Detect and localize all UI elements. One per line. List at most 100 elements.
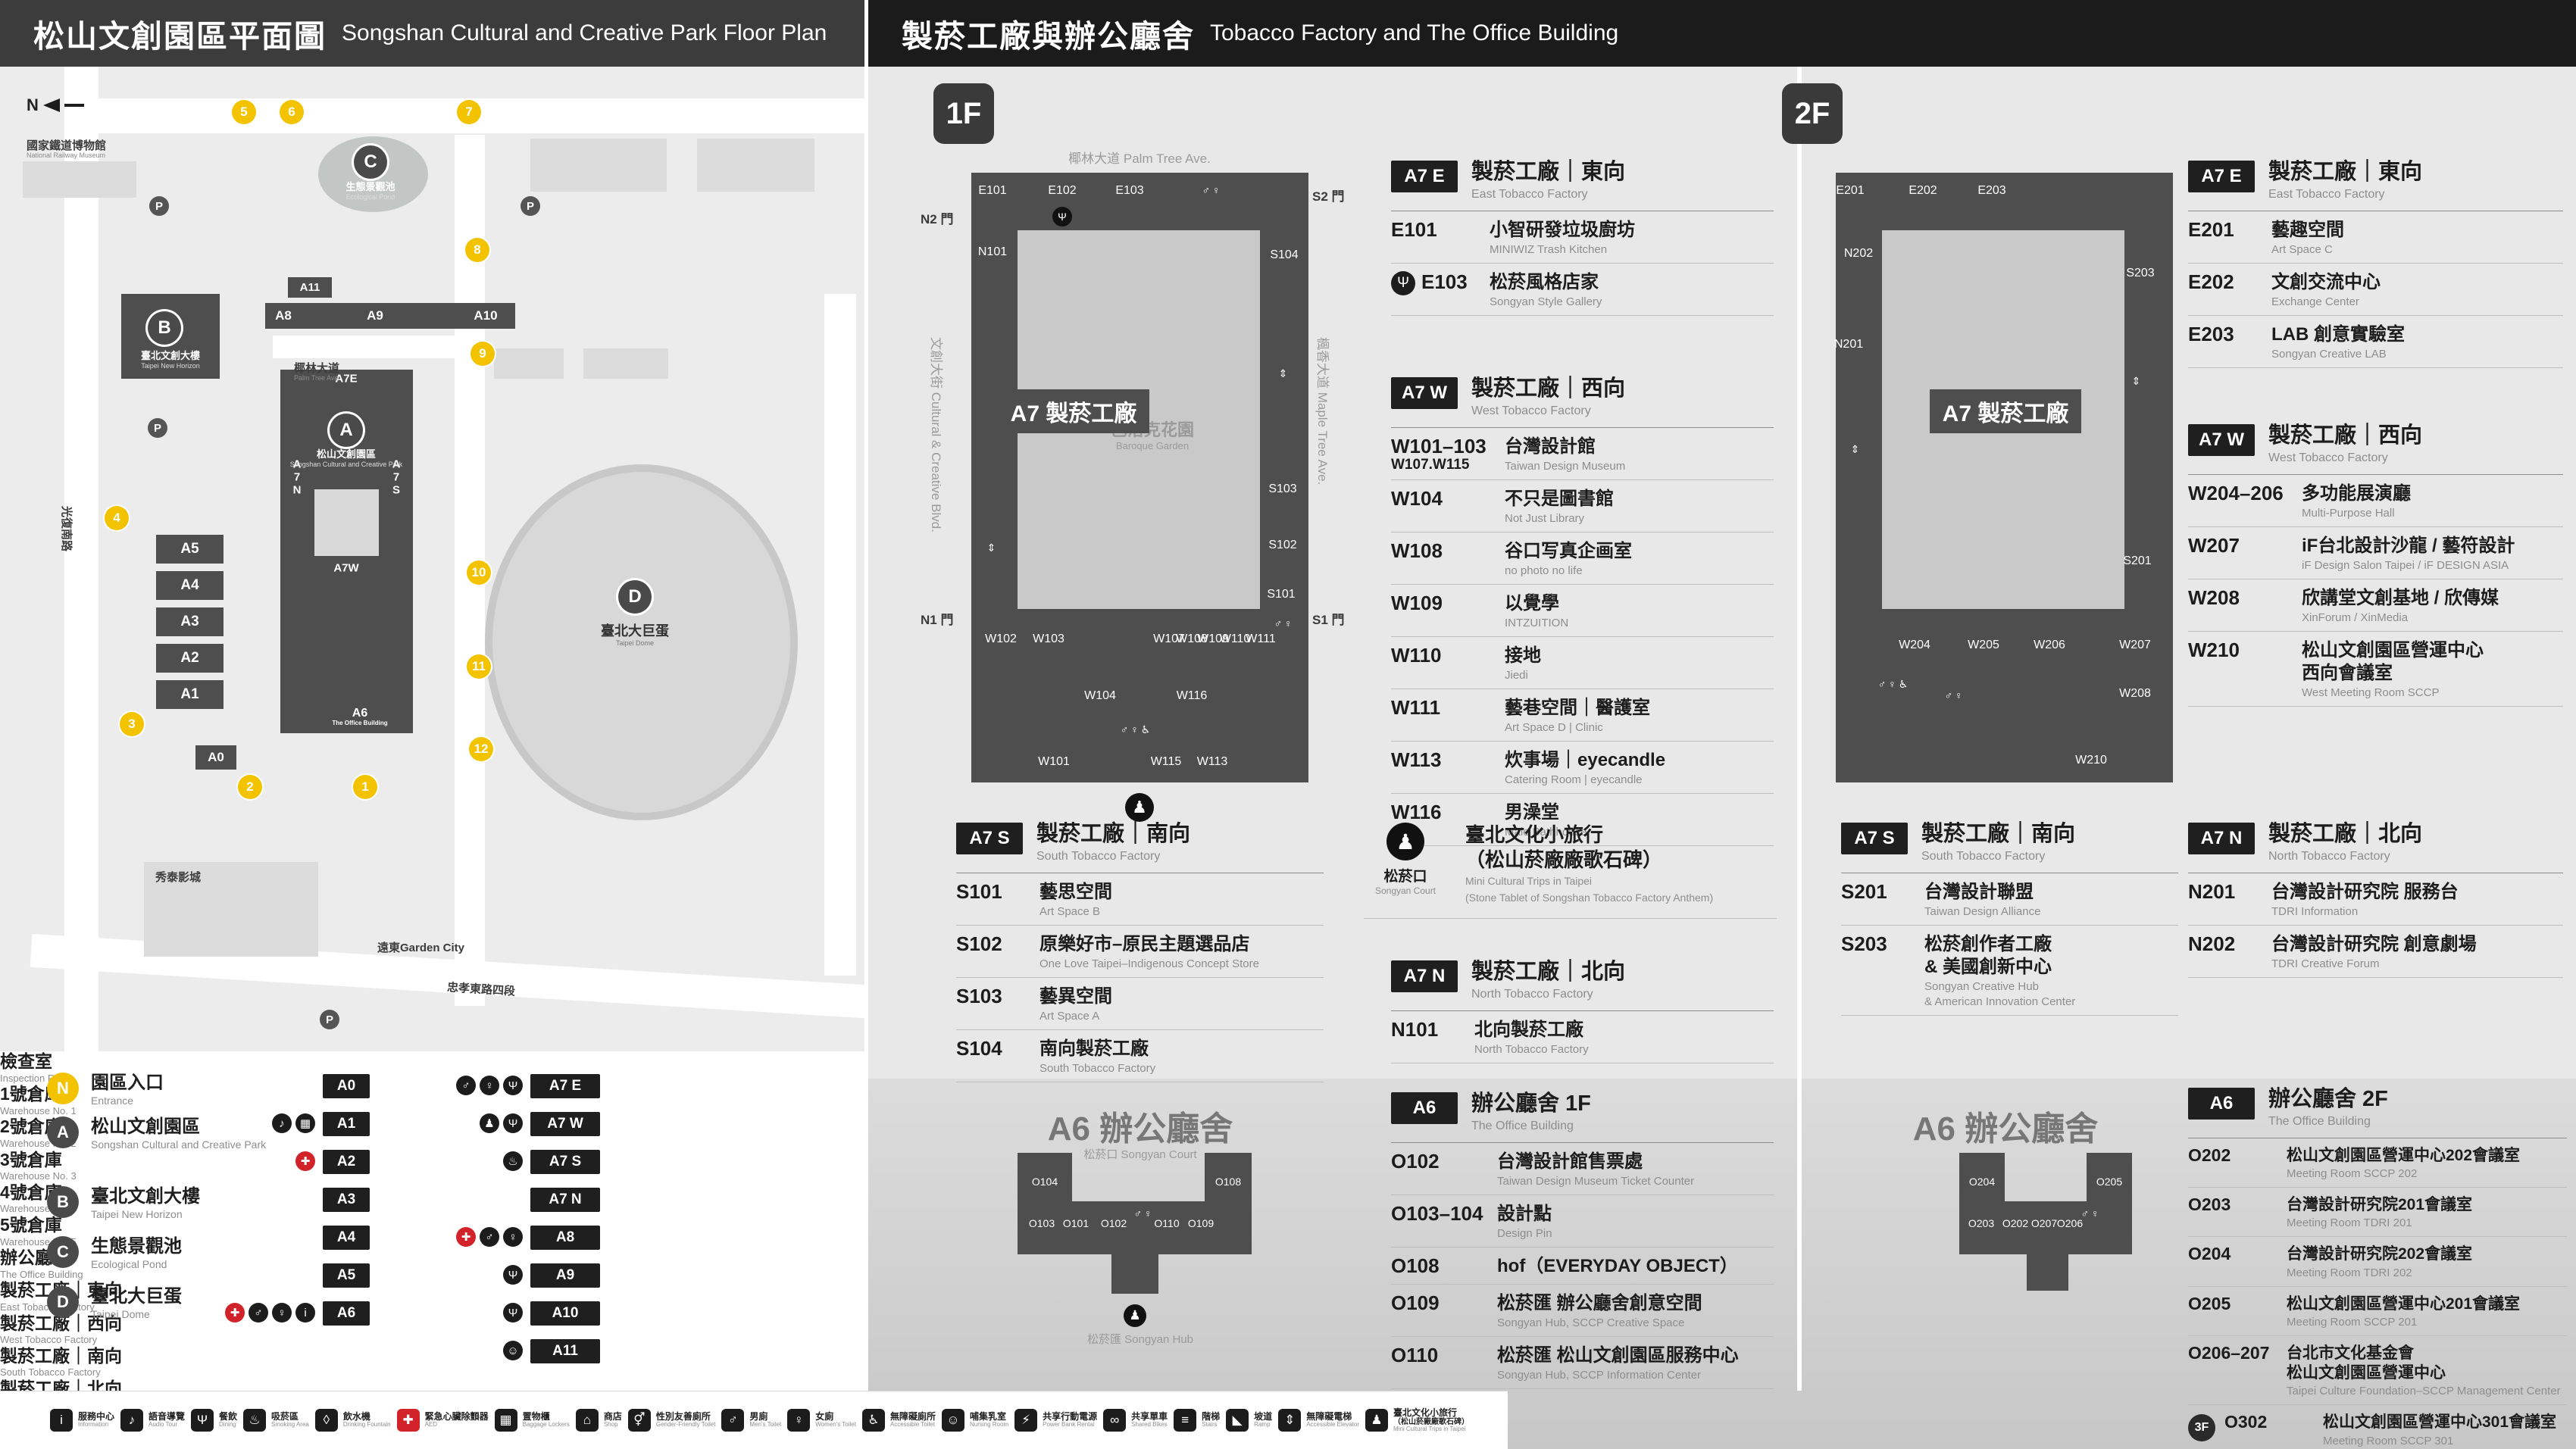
legend-badge-a2: A2 xyxy=(323,1150,370,1174)
room-label: W208 xyxy=(2119,687,2151,700)
legend-row-icons: Ψ xyxy=(424,1265,523,1285)
street-left-label: 文創大街 Cultural & Creative Blvd. xyxy=(929,337,943,532)
entrance-marker: 7 xyxy=(457,100,481,124)
womens-toilet-icon: ♀ xyxy=(503,1227,523,1247)
legend-badge-a3: A3 xyxy=(323,1188,370,1212)
room-code: S201 xyxy=(1841,879,1887,903)
garden-city-label: 遠東Garden City xyxy=(377,942,465,954)
room-code: W207 xyxy=(2188,533,2240,557)
place-marker-b: B xyxy=(148,311,181,345)
entrance-marker: 11 xyxy=(467,654,491,679)
building xyxy=(144,862,318,957)
room-label: W204 xyxy=(1899,639,1930,651)
room-label: O108 xyxy=(1215,1176,1242,1188)
room-code: W210 xyxy=(2188,638,2240,661)
room-code: N202 xyxy=(2188,932,2236,955)
room-code: N101 xyxy=(1391,1017,1439,1041)
facility-legend-item: ♟臺北文化小旅行（松山菸廠廠歌石碑）Mini Cultural Trips in… xyxy=(1365,1407,1469,1433)
north-arrow-icon xyxy=(42,98,60,112)
facility-icons: ♂♀♿ xyxy=(1877,678,1911,690)
building-a0: A0 xyxy=(195,745,236,770)
nursing-room-icon: ☺ xyxy=(941,1409,964,1432)
factory-name-label: A7 製菸工廠 xyxy=(1930,389,2081,433)
building xyxy=(494,348,564,379)
room-label: W102 xyxy=(985,632,1017,645)
warehouse-row xyxy=(265,303,515,329)
building-a6-en: The Office Building xyxy=(332,719,388,726)
mens-toilet-icon: ♂ xyxy=(480,1227,499,1247)
floor-divider xyxy=(1797,67,1802,1391)
room-label: S201 xyxy=(2123,554,2152,567)
section-title-zh: 製菸工廠｜西向 xyxy=(1471,376,1626,401)
room-label: N101 xyxy=(977,245,1008,258)
section-badge: A7 W xyxy=(2188,424,2255,456)
section-title-zh: 製菸工廠｜北向 xyxy=(2268,822,2423,846)
building-a4: A4 xyxy=(156,571,224,600)
room-label: S103 xyxy=(1268,482,1297,495)
room-label: W207 xyxy=(2119,639,2151,651)
songyan-hub-marker: ♟ xyxy=(1124,1304,1146,1327)
section-title-en: West Tobacco Factory xyxy=(2268,451,2388,464)
legend-badge-a6: A6 xyxy=(323,1301,370,1326)
section-title-zh: 製菸工廠｜北向 xyxy=(1471,960,1626,984)
street-top-label: 椰林大道 Palm Tree Ave. xyxy=(1068,151,1211,166)
building xyxy=(697,139,814,192)
building xyxy=(583,348,668,379)
lockers-icon: ▦ xyxy=(295,1113,315,1133)
nursing-room-icon: ☺ xyxy=(503,1341,523,1360)
room-label: E201 xyxy=(1836,184,1865,197)
section-title-zh: 製菸工廠｜東向 xyxy=(2268,160,2423,184)
legend-badge-a1: A1 xyxy=(323,1112,370,1136)
room-code: O102 xyxy=(1391,1149,1440,1173)
park-map-title-en: Songshan Cultural and Creative Park Floo… xyxy=(342,20,827,45)
entrance-marker: 6 xyxy=(280,100,304,124)
factory-name-label: A7 製菸工廠 xyxy=(998,389,1149,433)
facility-icons: ⇕ xyxy=(1850,443,1862,455)
room-label: E203 xyxy=(1977,184,2006,197)
office-building-shape xyxy=(1959,1201,2132,1254)
room-label: W205 xyxy=(1968,639,1999,651)
room-code: O203 xyxy=(2188,1194,2231,1215)
entrance-marker: 9 xyxy=(470,342,495,366)
room-code: O205 xyxy=(2188,1293,2231,1313)
building-a7s-label: A7S xyxy=(389,457,403,497)
room-code: O110 xyxy=(1391,1343,1439,1366)
room-code: W111 xyxy=(1391,696,1441,720)
building-a1: A1 xyxy=(156,680,224,709)
legend-row-icons: ☺ xyxy=(424,1341,523,1360)
room-code: O202 xyxy=(2188,1145,2231,1165)
room-code: E203 xyxy=(2188,322,2234,345)
